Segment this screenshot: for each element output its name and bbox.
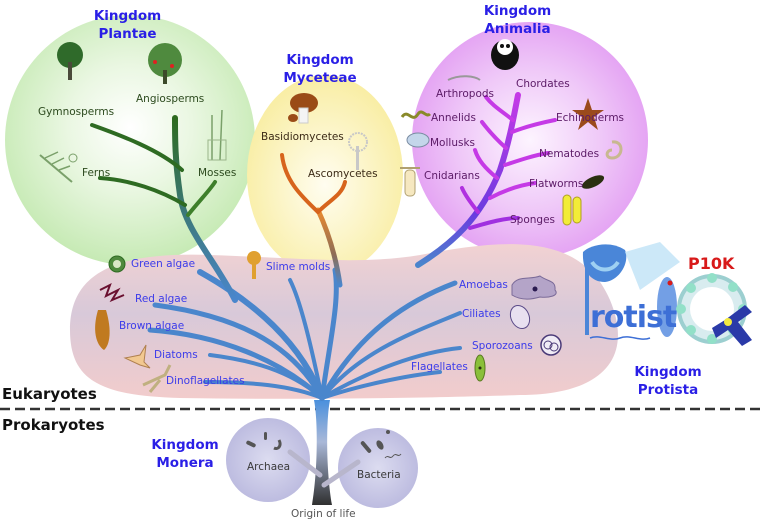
branch-bacteria [321,459,361,488]
label-bacteria: Bacteria [357,469,401,481]
label-origin-of-life: Origin of life [291,508,356,520]
ciliate-icon [509,304,531,330]
kingdom-plantae-line1: Kingdom [93,8,162,24]
label-ciliates: Ciliates [462,308,501,320]
gymnosperm-icon [57,42,83,80]
label-gymnosperms: Gymnosperms [38,106,115,118]
label-amoebas: Amoebas [459,279,508,291]
trunk [312,400,332,505]
label-prokaryotes: Prokaryotes [2,416,105,434]
label-slime-molds: Slime molds [266,261,331,273]
protist-logo-art [582,242,752,346]
label-annelids: Annelids [431,112,476,124]
mushroom-icon [288,93,318,124]
kingdom-protista-title: Kingdom Protista [618,363,718,399]
animalia-branches [415,92,557,268]
diatom-icon [123,344,151,369]
kingdom-protista-line1: Kingdom [634,364,702,380]
kingdom-myceteae-title: Kingdom Myceteae [265,51,375,87]
protist-branches [147,267,462,401]
sponge-icon [562,194,582,226]
label-brown-algae: Brown algae [119,320,185,332]
flagellate-icon [474,354,486,382]
kingdom-monera-title: Kingdom Monera [140,436,230,472]
green-algae-icon [108,255,126,273]
label-diatoms: Diatoms [154,349,198,361]
label-green-algae: Green algae [131,258,196,270]
label-mollusks: Mollusks [430,137,475,149]
cnidarian-icon [400,167,420,197]
kingdom-myceteae-line2: Myceteae [283,70,357,86]
kingdom-animalia-title: Kingdom Animalia [470,2,565,38]
kingdom-plantae-title: Kingdom Plantae [80,7,175,43]
shrimp-icon [447,75,481,81]
red-algae-icon [99,282,125,303]
label-echinoderms: Echinoderms [556,112,625,124]
mollusk-icon [406,132,430,148]
flatworm-icon [581,175,605,189]
ascomycete-icon [348,132,368,170]
label-cnidarians: Cnidarians [424,170,480,182]
label-flagellates: Flagellates [411,361,468,373]
label-archaea: Archaea [247,461,291,473]
angiosperm-icon [148,43,182,84]
label-red-algae: Red algae [135,293,188,305]
starfish-icon [572,98,604,130]
label-nematodes: Nematodes [539,148,600,160]
label-chordates: Chordates [516,78,570,90]
dinoflagellate-icon [142,364,172,393]
animalia-region [412,22,648,258]
label-ferns: Ferns [82,167,111,179]
kingdom-myceteae-line1: Kingdom [286,52,354,68]
p10k-badge: P10K [688,254,735,273]
kingdom-monera-line2: Monera [156,455,214,471]
kingdom-animalia-line2: Animalia [484,21,551,37]
brown-algae-icon [95,310,110,350]
archaea-cells-icon [246,432,282,450]
slime-mold-icon [247,251,261,279]
label-sporozoans: Sporozoans [472,340,533,352]
label-dinoflagellates: Dinoflagellates [166,375,245,387]
bacteria-cells-icon [360,430,402,459]
label-ascomycetes: Ascomycetes [308,168,378,180]
label-angiosperms: Angiosperms [136,93,205,105]
bacteria-region [338,428,418,508]
label-eukaryotes: Eukaryotes [2,385,97,403]
kingdom-monera-line1: Kingdom [151,437,219,453]
myceteae-branches [280,153,347,288]
nematode-icon [605,140,623,160]
label-flatworms: Flatworms [529,178,584,190]
myceteae-region [247,75,403,275]
amoeba-icon [511,275,557,300]
sporozoan-icon [540,334,562,356]
worm-icon [400,110,432,119]
archaea-region [226,418,310,502]
moss-icon [207,109,227,161]
label-mosses: Mosses [198,167,237,179]
fern-icon [39,151,78,183]
branch-archaea [287,449,323,478]
protist-logo-word: rotist [590,300,677,335]
kingdom-animalia-line1: Kingdom [483,3,552,19]
label-sponges: Sponges [510,214,556,226]
label-arthropods: Arthropods [436,88,495,100]
plantae-branches [90,115,238,303]
kingdom-protista-line2: Protista [637,382,699,398]
label-basidiomycetes: Basidiomycetes [261,131,344,143]
kingdom-plantae-line2: Plantae [98,26,157,42]
panda-icon [491,39,519,70]
